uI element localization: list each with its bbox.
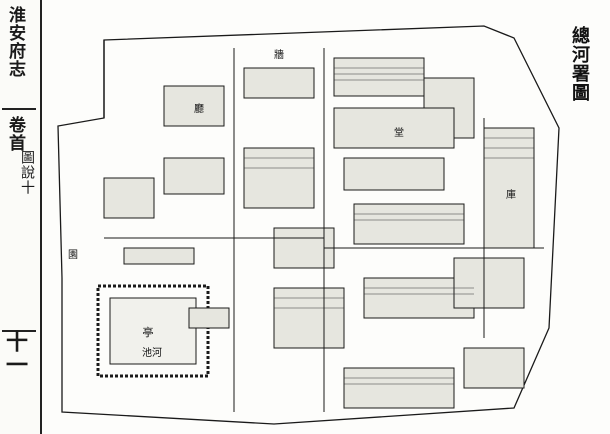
building — [343, 367, 455, 409]
compound-outline — [57, 25, 560, 425]
building — [453, 257, 525, 309]
page-number: 十一 — [2, 330, 28, 376]
map-title: 總河署圖 — [569, 26, 590, 102]
garden-label: 園 — [68, 249, 78, 261]
pond-bottom-label: 池河 — [142, 346, 162, 359]
building — [333, 57, 425, 97]
pond-label: 亭 — [143, 325, 154, 339]
section-label: 圖說十 — [19, 150, 35, 195]
buildings — [103, 57, 535, 409]
gazetteer-title: 淮安府志 — [5, 6, 25, 78]
building — [483, 127, 535, 249]
building — [163, 85, 225, 127]
building — [343, 157, 445, 191]
building — [188, 307, 230, 329]
pond: 亭 池河 — [96, 284, 210, 378]
chapter-label: 卷首 — [5, 116, 25, 152]
hall-label-c: 庫 — [506, 188, 516, 201]
building — [163, 157, 225, 195]
building — [123, 247, 195, 265]
map-figure: 亭 池河 — [44, 8, 604, 432]
wall-label: 牆 — [274, 48, 284, 61]
building — [243, 147, 315, 209]
building — [463, 347, 525, 389]
woodblock-map: 亭 池河 — [57, 25, 560, 425]
roof-hatching — [244, 67, 534, 385]
outer-wall — [57, 25, 560, 425]
building — [333, 107, 455, 149]
building — [243, 67, 315, 99]
building — [273, 287, 345, 349]
chapter-frame — [2, 108, 36, 332]
page-margin — [0, 0, 42, 434]
building — [353, 203, 465, 245]
hall-label-b: 堂 — [394, 127, 404, 139]
hall-label-a: 廳 — [194, 102, 204, 115]
internal-walls — [104, 48, 544, 412]
building — [103, 177, 155, 219]
